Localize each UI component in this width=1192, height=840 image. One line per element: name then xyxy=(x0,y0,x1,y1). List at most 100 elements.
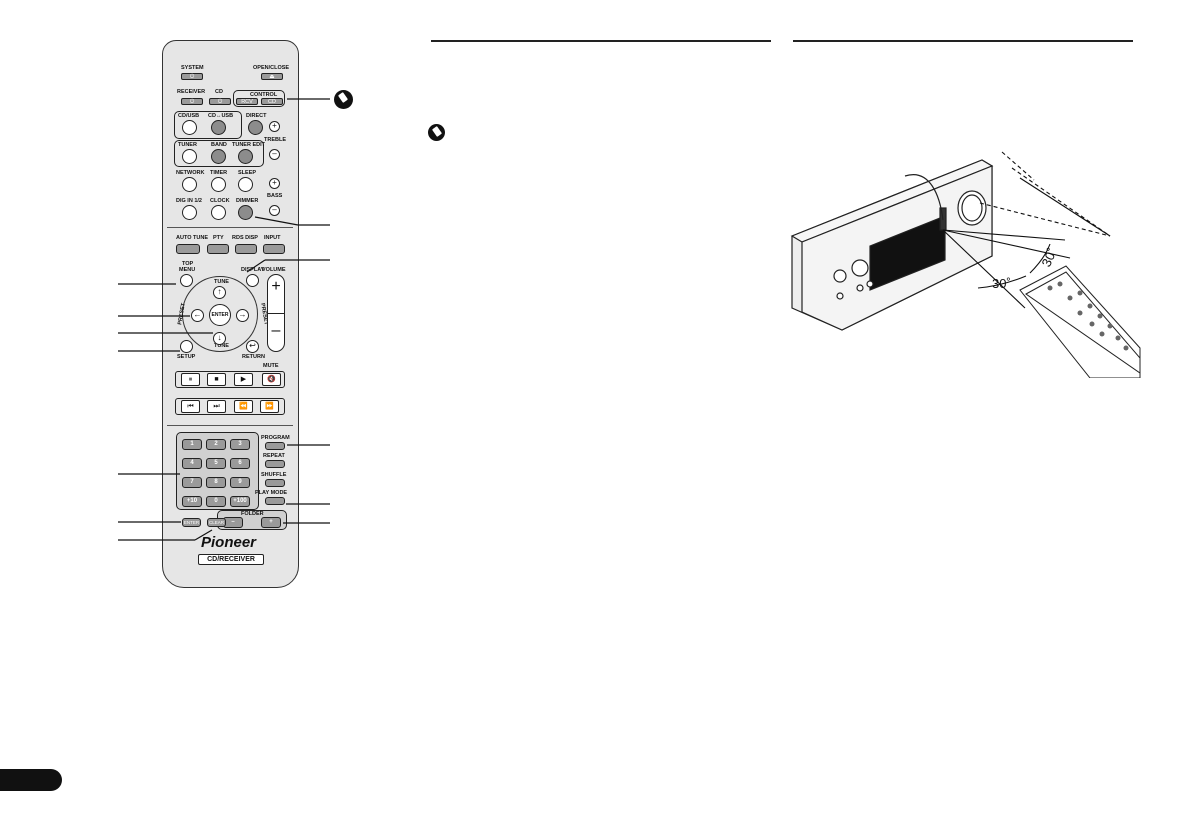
volume-down-button[interactable]: – xyxy=(271,322,281,339)
auto-tune-button[interactable] xyxy=(176,244,200,254)
up-arrow-button[interactable]: ↑ xyxy=(213,286,226,299)
enter-numpad-button[interactable]: ENTER xyxy=(182,518,201,527)
right-arrow-button[interactable]: → xyxy=(236,309,249,322)
treble-plus-button[interactable]: + xyxy=(269,121,280,132)
number-key[interactable]: 4 xyxy=(182,458,202,469)
mute-button[interactable]: 🔇 xyxy=(262,373,281,386)
receiver-power-button[interactable]: ⏻ xyxy=(181,98,203,105)
direct-label: DIRECT xyxy=(246,113,267,119)
play-mode-label: PLAY MODE xyxy=(255,490,288,496)
top-menu-button[interactable] xyxy=(180,274,193,287)
receiver-power-knob xyxy=(833,269,847,283)
open-close-button[interactable]: ⏏ xyxy=(261,73,283,80)
number-key[interactable]: 0 xyxy=(206,496,226,507)
program-button[interactable] xyxy=(265,442,285,450)
repeat-button[interactable] xyxy=(265,460,285,468)
receiver-small-knob xyxy=(851,259,869,277)
pty-button[interactable] xyxy=(207,244,229,254)
dimmer-button[interactable] xyxy=(238,205,253,220)
direct-button[interactable] xyxy=(248,120,263,135)
fast-forward-button[interactable]: ⏩ xyxy=(260,400,279,413)
number-key[interactable]: 5 xyxy=(206,458,226,469)
skip-forward-button[interactable]: ⏭ xyxy=(207,400,226,413)
left-arrow-button[interactable]: ← xyxy=(191,309,204,322)
treble-minus-button[interactable]: – xyxy=(269,149,280,160)
number-key[interactable]: 1 xyxy=(182,439,202,450)
column-rule-center xyxy=(431,40,771,42)
number-key[interactable]: +100 xyxy=(230,496,250,507)
repeat-label: REPEAT xyxy=(263,453,285,459)
tuner-group-box xyxy=(174,140,264,167)
enter-button[interactable]: ENTER xyxy=(209,304,231,326)
return-button[interactable]: ↩ xyxy=(246,340,259,353)
bass-minus-button[interactable]: – xyxy=(269,205,280,216)
down-arrow-button[interactable]: ↓ xyxy=(213,332,226,345)
number-key[interactable]: 7 xyxy=(182,477,202,488)
sleep-button[interactable] xyxy=(238,177,253,192)
divider-2 xyxy=(167,425,293,426)
bass-plus-button[interactable]: + xyxy=(269,178,280,189)
play-button[interactable]: ▶ xyxy=(234,373,253,386)
angle-label-right: 30˚ xyxy=(1038,246,1060,269)
stop-button[interactable]: ■ xyxy=(207,373,226,386)
folder-plus-button[interactable]: + xyxy=(261,517,281,528)
rewind-button[interactable]: ⏪ xyxy=(234,400,253,413)
number-key[interactable]: +10 xyxy=(182,496,202,507)
network-button[interactable] xyxy=(182,177,197,192)
input-button[interactable] xyxy=(263,244,285,254)
rcv-control-button[interactable]: RCV xyxy=(236,98,258,105)
shuffle-button[interactable] xyxy=(265,479,285,487)
system-power-button[interactable]: ⏻ xyxy=(181,73,203,80)
rds-disp-label: RDS DISP xyxy=(232,235,258,241)
remote-control-illustration: SYSTEM ⏻ OPEN/CLOSE ⏏ RECEIVER CD CONTRO… xyxy=(162,40,299,588)
clock-button[interactable] xyxy=(211,205,226,220)
pause-button[interactable]: ⏸ xyxy=(181,373,200,386)
system-label: SYSTEM xyxy=(181,65,204,71)
setup-button[interactable] xyxy=(180,340,193,353)
clear-button[interactable]: CLEAR xyxy=(207,518,226,527)
rds-disp-button[interactable] xyxy=(235,244,257,254)
band-label: BAND xyxy=(211,142,227,148)
volume-up-button[interactable]: + xyxy=(271,278,281,295)
display-button[interactable] xyxy=(246,274,259,287)
bass-label: BASS xyxy=(267,193,283,199)
number-key[interactable]: 6 xyxy=(230,458,250,469)
number-key[interactable]: 2 xyxy=(206,439,226,450)
range-line-upper xyxy=(942,229,1066,241)
skip-back-button[interactable]: ⏮ xyxy=(181,400,200,413)
pioneer-logo: Pioneer xyxy=(201,534,257,551)
clear-callout-line xyxy=(194,529,213,541)
band-button[interactable] xyxy=(211,149,226,164)
cd-usb-label: CD/USB xyxy=(178,113,200,119)
cd-control-button[interactable]: CD xyxy=(261,98,283,105)
control-group-box xyxy=(233,90,285,107)
dig-in-button[interactable] xyxy=(182,205,197,220)
cd-power-button[interactable]: ⏻ xyxy=(209,98,231,105)
dig-in-label: DIG IN 1/2 xyxy=(176,198,202,204)
play-mode-button[interactable] xyxy=(265,497,285,505)
page-tab xyxy=(0,769,62,791)
transport-group-box xyxy=(175,371,285,388)
timer-button[interactable] xyxy=(211,177,226,192)
number-key[interactable]: 8 xyxy=(206,477,226,488)
tuner-label: TUNER xyxy=(178,142,197,148)
tuner-button[interactable] xyxy=(182,149,197,164)
cd-usb-button[interactable] xyxy=(182,120,197,135)
angle-label-left: 30˚ xyxy=(992,276,1011,291)
cd-to-usb-label: CD↔USB xyxy=(208,113,234,119)
skip-group-box xyxy=(175,398,285,415)
receiver-display xyxy=(869,215,946,291)
model-label: CD/RECEIVER xyxy=(198,554,264,565)
volume-divider xyxy=(267,313,285,314)
tune-down-label: TUNE xyxy=(214,343,229,349)
number-key[interactable]: 3 xyxy=(230,439,250,450)
number-key[interactable]: 9 xyxy=(230,477,250,488)
sleep-label: SLEEP xyxy=(238,170,257,176)
divider xyxy=(167,227,293,228)
operating-range-diagram: 30˚ 30˚ xyxy=(790,151,1141,378)
display-label: DISPLAY xyxy=(241,267,265,273)
tuner-edit-button[interactable] xyxy=(238,149,253,164)
pty-label: PTY xyxy=(213,235,224,241)
cd-to-usb-button[interactable] xyxy=(211,120,226,135)
